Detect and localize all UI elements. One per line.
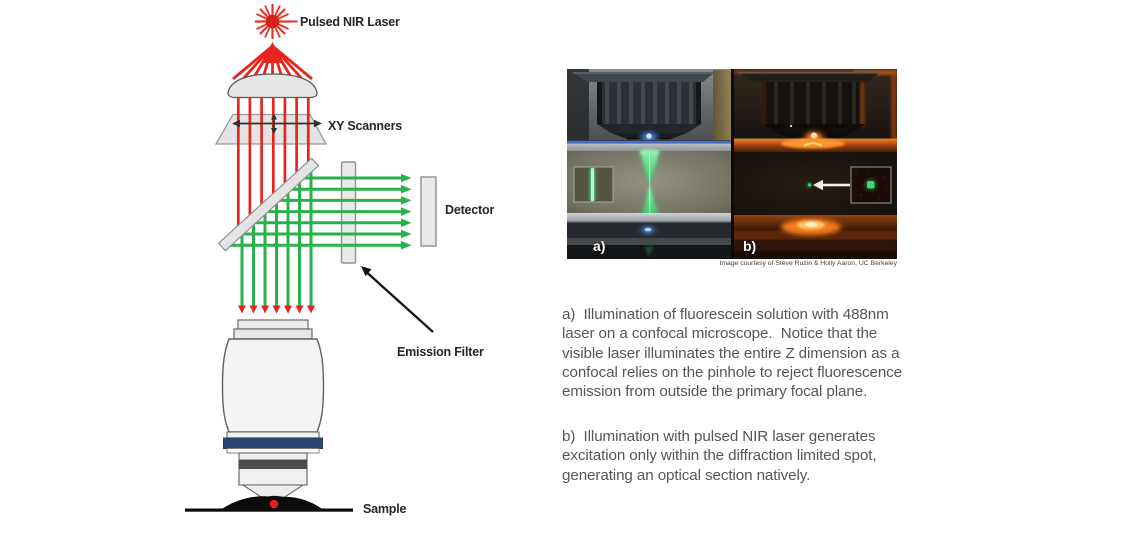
photo-panel-a bbox=[567, 69, 731, 259]
emission-filter-pointer-arrow bbox=[361, 266, 434, 333]
caption-b-line: generating an optical section natively. bbox=[562, 466, 811, 484]
pulsed-nir-laser-label: Pulsed NIR Laser bbox=[300, 14, 400, 29]
panel-b-label: b) bbox=[743, 238, 757, 254]
laser-starburst-icon bbox=[255, 4, 298, 39]
two-photon-diagram bbox=[185, 4, 437, 512]
dichroic-mirror bbox=[217, 157, 320, 252]
caption-a: a) Illumination of fluorescein solution … bbox=[562, 305, 962, 401]
objective bbox=[221, 319, 325, 502]
caption-b-line: b) Illumination with pulsed NIR laser ge… bbox=[562, 428, 876, 445]
inset-a bbox=[573, 166, 614, 203]
lens bbox=[227, 73, 318, 99]
scanner-crosshair bbox=[232, 113, 322, 134]
focus-arrowheads bbox=[238, 305, 315, 314]
caption-b-line: excitation only within the diffraction l… bbox=[562, 447, 877, 465]
laser-cone bbox=[232, 42, 313, 81]
emission-beam-arrowheads bbox=[401, 173, 412, 250]
inset-b bbox=[850, 166, 892, 204]
objective-blue-band bbox=[223, 437, 323, 449]
excitation-beams bbox=[236, 97, 310, 235]
microscope-photo: a) b) bbox=[567, 69, 897, 259]
photo-credit: Image courtesy of Steve Ruzin & Holly Aa… bbox=[719, 260, 897, 267]
xy-scanners-label: XY Scanners bbox=[328, 118, 403, 133]
detector-label: Detector bbox=[445, 202, 495, 217]
sample-label: Sample bbox=[363, 502, 407, 516]
objective-photo-a bbox=[573, 72, 715, 143]
photo-panel-b bbox=[734, 69, 897, 259]
blue-laser-streak bbox=[567, 141, 731, 144]
photo-graphic bbox=[567, 69, 897, 259]
objective-photo-b bbox=[738, 72, 880, 144]
panel-a-label: a) bbox=[593, 238, 606, 254]
caption-a-line: laser on a confocal microscope. Notice t… bbox=[562, 325, 878, 343]
caption-a-line: a) Illumination of fluorescein solution … bbox=[562, 306, 889, 323]
emission-filter-label: Emission Filter bbox=[397, 345, 484, 359]
caption-a-line: confocal relies on the pinhole to reject… bbox=[562, 363, 903, 381]
beams-to-objective bbox=[240, 162, 313, 306]
caption-a-line: emission from outside the primary focal … bbox=[562, 383, 868, 401]
detector-bar bbox=[420, 176, 437, 247]
pointer-arrow-white bbox=[813, 179, 850, 191]
focal-spot-dot bbox=[269, 499, 279, 509]
sample-mound bbox=[185, 495, 353, 512]
caption-b: b) Illumination with pulsed NIR laser ge… bbox=[562, 427, 962, 485]
caption-a-line: visible laser illuminates the entire Z d… bbox=[562, 344, 900, 362]
